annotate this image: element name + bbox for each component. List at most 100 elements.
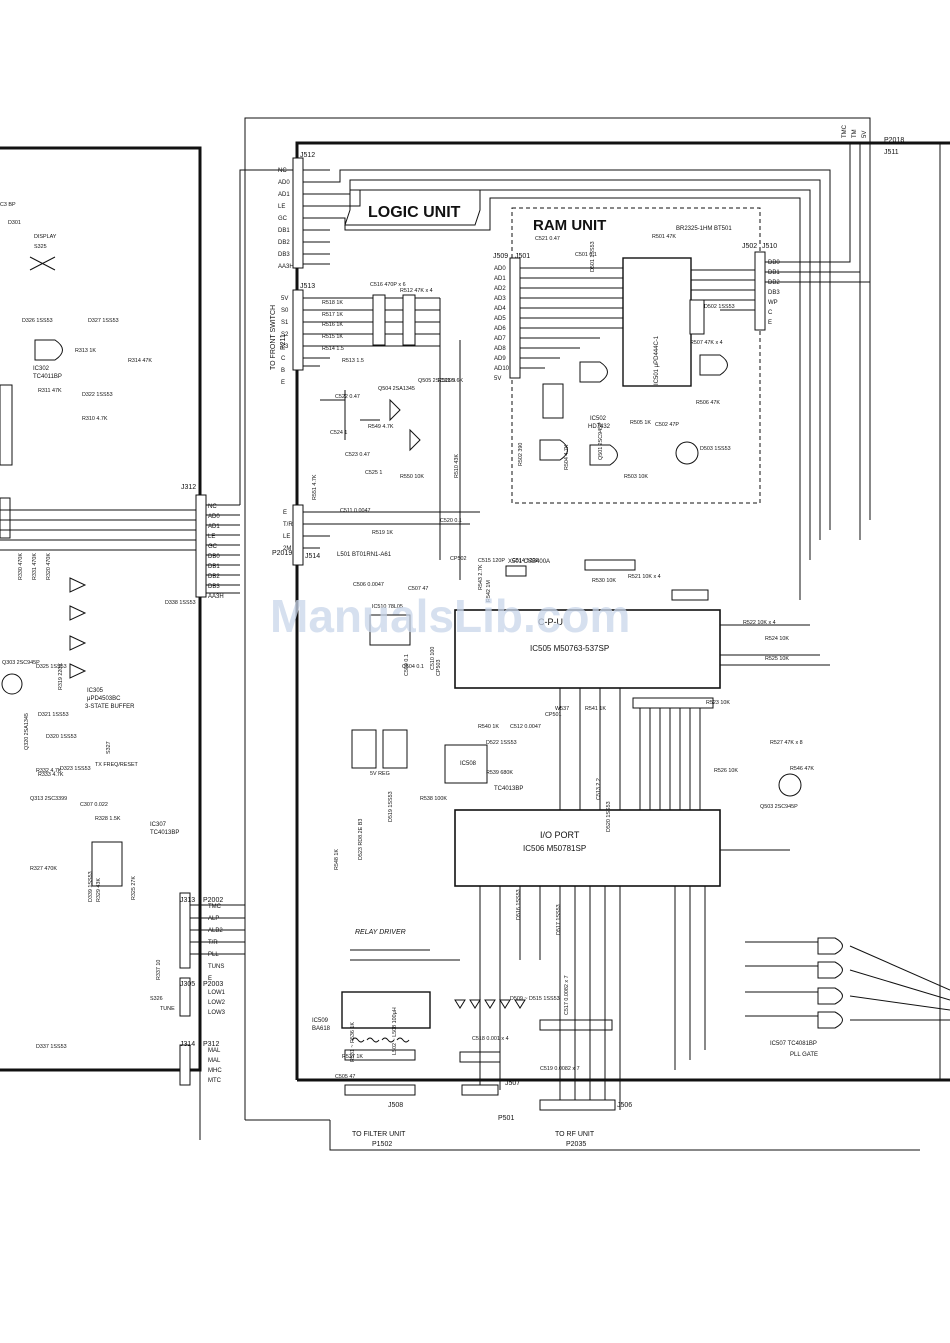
component-label: R521 10K x 4 bbox=[628, 574, 661, 580]
pin-label: 5V bbox=[494, 376, 501, 382]
component-label: C506 0.0047 bbox=[353, 582, 384, 588]
pin-label: WP bbox=[768, 300, 778, 306]
p211-label: P211 bbox=[280, 334, 287, 350]
pin-label: AD8 bbox=[494, 346, 506, 352]
ic305-note: 3-STATE BUFFER bbox=[85, 704, 135, 710]
pin-label: LE bbox=[283, 534, 290, 540]
ic501-part: IC501 μPD444C-1 bbox=[654, 335, 660, 385]
ic507-note: PLL GATE bbox=[790, 1052, 818, 1058]
left-panel-label: Q313 2SC3399 bbox=[30, 796, 67, 802]
j508-label: J508 bbox=[388, 1102, 403, 1109]
pin-label: ALB2 bbox=[208, 928, 223, 934]
pin-label: DB2 bbox=[278, 240, 290, 246]
component-label: R546 47K bbox=[790, 766, 814, 772]
component-label: D502 1SS53 bbox=[704, 304, 735, 310]
component-label: C511 0.0047 bbox=[340, 508, 370, 514]
pin-label: S2 bbox=[281, 332, 289, 338]
component-label: R538 100K bbox=[420, 796, 447, 802]
component-label: C514 120P bbox=[512, 558, 539, 564]
component-label: Q503 2SC945P bbox=[760, 804, 798, 810]
component-label: D509 ~ D515 1SS53 bbox=[510, 996, 560, 1002]
component-label: R518 1K bbox=[322, 300, 343, 306]
left-panel-label: Q303 2SC945P bbox=[2, 660, 40, 666]
left-panel-label: D320 1SS53 bbox=[46, 734, 77, 740]
to-front-switch-label: TO FRONT SWITCH bbox=[270, 305, 277, 370]
logic-unit-title: LOGIC UNIT bbox=[368, 204, 461, 221]
component-label: D503 1SS53 bbox=[700, 446, 731, 452]
pin-label: AD10 bbox=[494, 366, 510, 372]
j511-label: J511 bbox=[884, 149, 899, 156]
component-label: Q504 2SA1345 bbox=[378, 386, 415, 392]
pin-label: DB0 bbox=[768, 260, 780, 266]
left-panel-label: R313 1K bbox=[75, 348, 96, 354]
component-label: R537 1K bbox=[342, 1054, 363, 1060]
pin-label: ALP bbox=[208, 916, 219, 922]
component-label: R519 1K bbox=[372, 530, 393, 536]
p501-label: P501 bbox=[498, 1115, 514, 1122]
ic302-part: TC4011BP bbox=[33, 374, 62, 380]
to-rf-unit-label: TO RF UNIT bbox=[555, 1131, 595, 1138]
j510-label: J510 bbox=[762, 243, 777, 250]
pin-label: 5V bbox=[281, 296, 288, 302]
left-panel-label: C3 BP bbox=[0, 202, 16, 208]
component-label: IC510 78L05 bbox=[372, 604, 403, 610]
ic506-box bbox=[454, 809, 721, 887]
ic502-part: HD7432 bbox=[588, 424, 611, 430]
component-label: R514 1.5 bbox=[322, 346, 344, 352]
component-label: C505 47 bbox=[335, 1074, 355, 1080]
pin-label: DB1 bbox=[208, 564, 220, 570]
component-label: R516 1K bbox=[322, 322, 343, 328]
left-panel-label: R311 47K bbox=[38, 388, 62, 394]
p2035-label: P2035 bbox=[566, 1141, 586, 1148]
l501-label: L501 BT01RN1-A61 bbox=[337, 552, 392, 558]
pin-label: AD1 bbox=[494, 276, 506, 282]
left-panel-label: D339 1SS53 bbox=[88, 871, 94, 902]
ic506-name: I/O PORT bbox=[540, 830, 580, 840]
component-label: C523 0.47 bbox=[345, 452, 370, 458]
component-label: C510 100 bbox=[430, 647, 436, 670]
ic506-part: IC506 M50781SP bbox=[523, 844, 586, 853]
pin-label: NC bbox=[278, 168, 287, 174]
logic-frame bbox=[295, 141, 950, 1080]
pin-label: DB1 bbox=[768, 270, 780, 276]
left-panel-label: Q320 2SA1345 bbox=[24, 713, 30, 750]
pin-label: AD0 bbox=[278, 180, 290, 186]
pin-label: 5V bbox=[862, 131, 868, 138]
component-label: C518 0.001 x 4 bbox=[472, 1036, 509, 1042]
j512-label: J512 bbox=[300, 152, 315, 159]
component-label: Q505 2SC3399 bbox=[418, 378, 455, 384]
p2019-label: P2019 bbox=[272, 550, 292, 557]
pin-label: NC bbox=[208, 504, 217, 510]
component-label: R513 1.5 bbox=[342, 358, 364, 364]
x501-label: X501 CSB400A bbox=[508, 559, 550, 565]
component-label: R551 4.7K bbox=[312, 474, 318, 500]
pin-label: LOW2 bbox=[208, 1000, 226, 1006]
j514-label: J514 bbox=[305, 553, 320, 560]
component-label: R505 1K bbox=[630, 420, 651, 426]
component-label: R525 10K bbox=[765, 656, 789, 662]
component-label: D519 1SS53 bbox=[388, 791, 394, 822]
pin-label: S0 bbox=[281, 308, 289, 314]
component-label: R504 4.7K bbox=[564, 444, 570, 470]
component-label: R526 10K bbox=[714, 768, 738, 774]
left-panel-label: TX FREQ/RESET bbox=[95, 762, 139, 768]
pin-label: LE bbox=[208, 534, 215, 540]
left-panel-label: D323 1SS53 bbox=[60, 766, 91, 772]
left-panel-label: R314 47K bbox=[128, 358, 152, 364]
ic505-box bbox=[454, 609, 721, 689]
j314-label: J314 bbox=[180, 1041, 195, 1048]
relay-driver-label: RELAY DRIVER bbox=[355, 929, 406, 936]
component-label: CP502 bbox=[450, 556, 466, 562]
pin-label: E bbox=[283, 510, 287, 516]
component-label: W537 bbox=[555, 706, 569, 712]
bt501-label: BR2325-1HM BT501 bbox=[676, 226, 732, 232]
component-label: R540 1K bbox=[478, 724, 499, 730]
left-panel-label: R333 4.7K bbox=[38, 772, 64, 778]
left-panel-label: R320 470K bbox=[46, 553, 52, 580]
ic509-box bbox=[341, 991, 431, 1029]
component-label: R507 47K x 4 bbox=[690, 340, 723, 346]
component-label: C516 470P x 6 bbox=[370, 282, 406, 288]
component-label: R531 ~ R536 1K bbox=[350, 1022, 356, 1062]
component-label: L502 ~ L508 100μH bbox=[392, 1007, 398, 1055]
